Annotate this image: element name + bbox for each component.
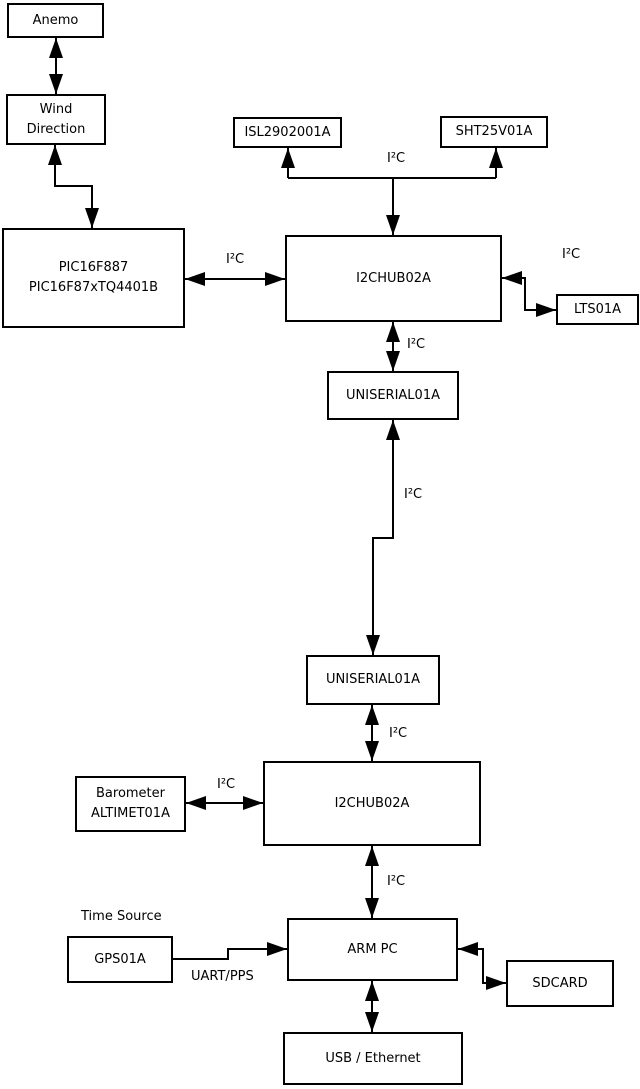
node-sht25v01a: SHT25V01A	[440, 116, 548, 148]
node-sht25v01a-label: SHT25V01A	[455, 124, 533, 139]
edge-label-i2c-lts: I²C	[562, 247, 581, 262]
node-lts01a-label: LTS01A	[573, 301, 622, 317]
node-usb-ethernet-label: USB / Ethernet	[325, 1050, 421, 1066]
node-isl2902001a: ISL2902001A	[233, 117, 342, 148]
node-wind-direction: Wind Direction	[6, 94, 106, 145]
edge-label-i2c-hub-uniserial: I²C	[407, 337, 426, 352]
node-anemo-label: Anemo	[32, 12, 79, 28]
edge-label-i2c-pic-hub: I²C	[226, 252, 245, 267]
edge-label-i2c-long-link: I²C	[404, 487, 423, 502]
node-uniserial-top-label: UNISERIAL01A	[346, 387, 440, 403]
node-barometer-line2: ALTIMET01A	[91, 806, 170, 821]
edge-label-i2c-hub-armpc: I²C	[387, 874, 406, 889]
node-uniserial-bottom-label: UNISERIAL01A	[326, 672, 420, 687]
node-pic-line1: PIC16F887	[58, 260, 129, 275]
node-usb-ethernet: USB / Ethernet	[283, 1032, 463, 1085]
node-i2chub-bottom-label: I2CHUB02A	[334, 795, 410, 811]
node-i2chub-top: I2CHUB02A	[285, 235, 502, 322]
node-gps01a-label: GPS01A	[94, 951, 146, 967]
node-barometer: Barometer ALTIMET01A	[75, 776, 186, 832]
edge-label-uart-pps: UART/PPS	[191, 969, 254, 984]
node-sdcard: SDCARD	[506, 960, 614, 1007]
node-pic-line2: PIC16F87xTQ4401B	[28, 280, 159, 295]
node-isl2902001a-label: ISL2902001A	[244, 124, 331, 140]
edge-label-i2c-barometer: I²C	[217, 777, 236, 792]
connector-i2chub-top-lts	[502, 271, 556, 317]
node-wind-direction-line1: Wind	[39, 101, 73, 117]
node-gps01a: GPS01A	[67, 936, 173, 983]
connector-wind-pic	[48, 145, 99, 228]
node-arm-pc: ARM PC	[287, 918, 458, 981]
connector-gps-armpc	[173, 942, 287, 960]
node-wind-direction-line2: Direction	[26, 121, 86, 137]
connector-uniserial-top-uniserial-bottom	[366, 420, 400, 655]
node-i2chub-bottom: I2CHUB02A	[263, 761, 481, 846]
edge-label-i2c-junction: I²C	[387, 151, 406, 166]
node-uniserial-top: UNISERIAL01A	[327, 371, 459, 420]
node-uniserial-bottom: UNISERIAL01A	[306, 655, 440, 705]
node-arm-pc-label: ARM PC	[347, 941, 398, 957]
node-barometer-line1: Barometer	[96, 786, 165, 801]
node-lts01a: LTS01A	[556, 294, 639, 325]
node-anemo: Anemo	[7, 3, 104, 38]
node-pic: PIC16F887 PIC16F87xTQ4401B	[2, 228, 185, 328]
node-i2chub-top-label: I2CHUB02A	[356, 270, 431, 286]
edge-label-time-source: Time Source	[81, 909, 162, 924]
edge-label-i2c-uniserial-hub: I²C	[389, 726, 408, 741]
node-sdcard-label: SDCARD	[532, 975, 588, 991]
connector-armpc-sdcard	[458, 942, 506, 990]
